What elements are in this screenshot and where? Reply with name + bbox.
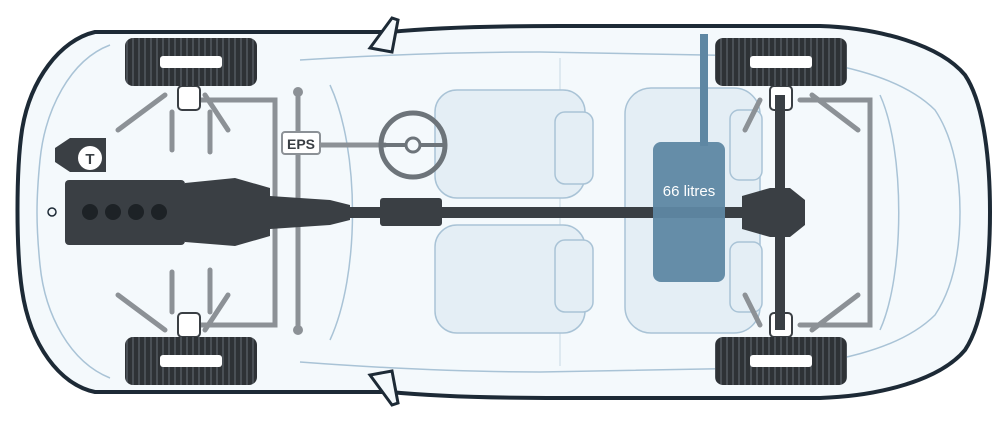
fuel-tank xyxy=(653,142,725,282)
emblem-icon xyxy=(47,207,57,217)
cabin-contour xyxy=(299,51,961,373)
rack-end-left xyxy=(293,87,303,97)
front-left-headrest xyxy=(554,111,594,185)
hood-contour xyxy=(36,44,111,379)
front-left-arm-a xyxy=(115,92,168,133)
wheels xyxy=(125,38,847,385)
front-left-spring xyxy=(177,85,201,111)
fuel-filler-pipe xyxy=(700,34,708,146)
turbo-icon xyxy=(78,146,102,170)
steering-wheel-icon xyxy=(378,110,448,180)
rear-left-arm-b xyxy=(742,97,763,133)
rear-right-arm-a xyxy=(809,292,861,333)
front-right-arm-b xyxy=(202,292,231,333)
rear-axle xyxy=(775,95,785,330)
gearbox xyxy=(185,178,270,246)
eps-box xyxy=(281,131,321,155)
right-mirror xyxy=(367,369,400,407)
suspension xyxy=(115,89,873,333)
rear-left-arm-a xyxy=(809,92,861,133)
cylinder-2 xyxy=(105,204,121,220)
cylinder-1 xyxy=(82,204,98,220)
turbo-label: T xyxy=(85,151,94,168)
rear-right-arm-b xyxy=(742,292,763,328)
centre-bearing xyxy=(380,198,442,226)
left-mirror xyxy=(367,16,400,54)
front-right-spring xyxy=(177,312,201,338)
front-left-hub xyxy=(160,56,222,68)
rear-right-headrest xyxy=(729,241,763,313)
rear-window-line xyxy=(879,94,900,331)
engine-icon xyxy=(65,180,185,245)
front-left-arm-b xyxy=(202,92,231,133)
front-right-hub xyxy=(160,355,222,367)
rear-left-headrest xyxy=(729,109,763,181)
rack-end-right xyxy=(293,325,303,335)
propshaft-front xyxy=(350,207,380,218)
front-right-arm-a xyxy=(115,292,168,333)
cylinder-3 xyxy=(128,204,144,220)
rear-left-hub xyxy=(750,56,812,68)
propshaft-rear xyxy=(442,207,742,218)
rear-subframe xyxy=(797,97,873,328)
fuel-tank-label: 66 litres xyxy=(663,183,716,200)
transmission-tail xyxy=(270,196,350,229)
eps-label: EPS xyxy=(287,136,315,152)
rear-right-hub xyxy=(750,355,812,367)
front-right-headrest xyxy=(554,239,594,313)
cylinder-4 xyxy=(151,204,167,220)
drivetrain xyxy=(55,95,805,330)
rear-differential xyxy=(742,188,805,237)
